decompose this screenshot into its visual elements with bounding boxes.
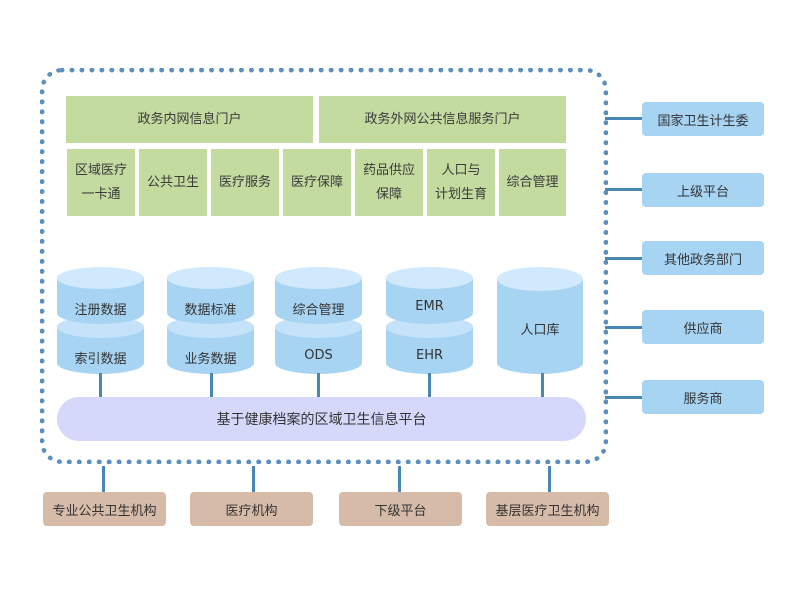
database-bottom-label: EHR bbox=[415, 348, 444, 363]
external-upper-platform: 上级平台 bbox=[642, 173, 764, 207]
external-label: 其他政务部门 bbox=[663, 252, 742, 268]
app-label-line1: 医疗保障 bbox=[290, 174, 343, 190]
app-comprehensive-mgmt: 综合管理 bbox=[499, 149, 566, 216]
double-cylinder-icon bbox=[167, 267, 254, 374]
external-label: 服务商 bbox=[683, 391, 723, 407]
double-cylinder-icon bbox=[275, 267, 362, 374]
database-population: 人口库 bbox=[497, 265, 583, 375]
external-lower-platform: 下级平台 bbox=[339, 492, 462, 526]
app-label-line1: 综合管理 bbox=[506, 174, 559, 190]
cylinder-icon bbox=[497, 267, 583, 374]
portal-extranet-label: 政务外网公共信息服务门户 bbox=[364, 111, 521, 127]
app-label-line2: 保障 bbox=[375, 186, 402, 202]
connector-line bbox=[252, 466, 255, 492]
connector-line bbox=[605, 396, 642, 399]
external-public-health-institutions: 专业公共卫生机构 bbox=[43, 492, 166, 526]
app-label-line1: 医疗服务 bbox=[218, 174, 271, 190]
connector-line bbox=[428, 373, 431, 398]
database-bottom-label: ODS bbox=[304, 348, 333, 363]
external-medical-institutions: 医疗机构 bbox=[190, 492, 313, 526]
external-label: 国家卫生计生委 bbox=[657, 113, 749, 129]
portal-intranet-label: 政务内网信息门户 bbox=[137, 111, 242, 127]
external-label: 下级平台 bbox=[374, 503, 427, 519]
external-label: 基层医疗卫生机构 bbox=[495, 503, 600, 519]
app-population-planning: 人口与 计划生育 bbox=[427, 149, 495, 216]
external-national-commission: 国家卫生计生委 bbox=[642, 102, 764, 136]
connector-line bbox=[605, 257, 642, 260]
database-label: 人口库 bbox=[520, 323, 560, 338]
portal-extranet: 政务外网公共信息服务门户 bbox=[319, 96, 566, 143]
external-label: 供应商 bbox=[683, 321, 723, 337]
database-mgmt-ods: 综合管理 ODS bbox=[275, 265, 362, 375]
external-label: 专业公共卫生机构 bbox=[52, 503, 157, 519]
database-bottom-label: 索引数据 bbox=[74, 352, 127, 367]
app-public-health: 公共卫生 bbox=[139, 149, 207, 216]
database-emr-ehr: EMR EHR bbox=[386, 265, 473, 375]
regional-health-platform: 基于健康档案的区域卫生信息平台 bbox=[57, 397, 586, 441]
database-bottom-label: 业务数据 bbox=[184, 352, 237, 367]
connector-line bbox=[99, 373, 102, 398]
app-label-line2: 计划生育 bbox=[434, 186, 487, 202]
app-drug-supply: 药品供应 保障 bbox=[355, 149, 423, 216]
double-cylinder-icon bbox=[57, 267, 144, 374]
double-cylinder-icon bbox=[386, 267, 473, 374]
external-label: 上级平台 bbox=[676, 184, 729, 200]
connector-line bbox=[541, 373, 544, 398]
connector-line bbox=[605, 326, 642, 329]
portal-intranet: 政务内网信息门户 bbox=[66, 96, 313, 143]
connector-line bbox=[548, 466, 551, 492]
app-label-line2: 一卡通 bbox=[81, 186, 121, 202]
database-standard-business: 数据标准 业务数据 bbox=[167, 265, 254, 375]
connector-line bbox=[317, 373, 320, 398]
connector-line bbox=[102, 466, 105, 492]
app-medical-service: 医疗服务 bbox=[211, 149, 279, 216]
database-top-label: 注册数据 bbox=[74, 303, 127, 318]
connector-line bbox=[398, 466, 401, 492]
database-top-label: EMR bbox=[415, 299, 444, 314]
app-regional-card: 区域医疗 一卡通 bbox=[67, 149, 135, 216]
app-medical-insurance: 医疗保障 bbox=[283, 149, 351, 216]
database-registry-index: 注册数据 索引数据 bbox=[57, 265, 144, 375]
external-primary-care-institutions: 基层医疗卫生机构 bbox=[486, 492, 609, 526]
connector-line bbox=[605, 188, 642, 191]
external-suppliers: 供应商 bbox=[642, 310, 764, 344]
external-service-providers: 服务商 bbox=[642, 380, 764, 414]
platform-boundary bbox=[40, 68, 608, 464]
connector-line bbox=[605, 117, 642, 120]
database-top-label: 综合管理 bbox=[292, 303, 345, 318]
external-label: 医疗机构 bbox=[225, 503, 278, 519]
database-top-label: 数据标准 bbox=[184, 303, 237, 318]
app-label-line1: 人口与 bbox=[441, 162, 481, 178]
connector-line bbox=[210, 373, 213, 398]
external-other-gov-departments: 其他政务部门 bbox=[642, 241, 764, 275]
platform-label: 基于健康档案的区域卫生信息平台 bbox=[216, 412, 427, 428]
app-label-line1: 药品供应 bbox=[362, 162, 415, 178]
app-label-line1: 公共卫生 bbox=[146, 174, 199, 190]
app-label-line1: 区域医疗 bbox=[74, 162, 127, 178]
